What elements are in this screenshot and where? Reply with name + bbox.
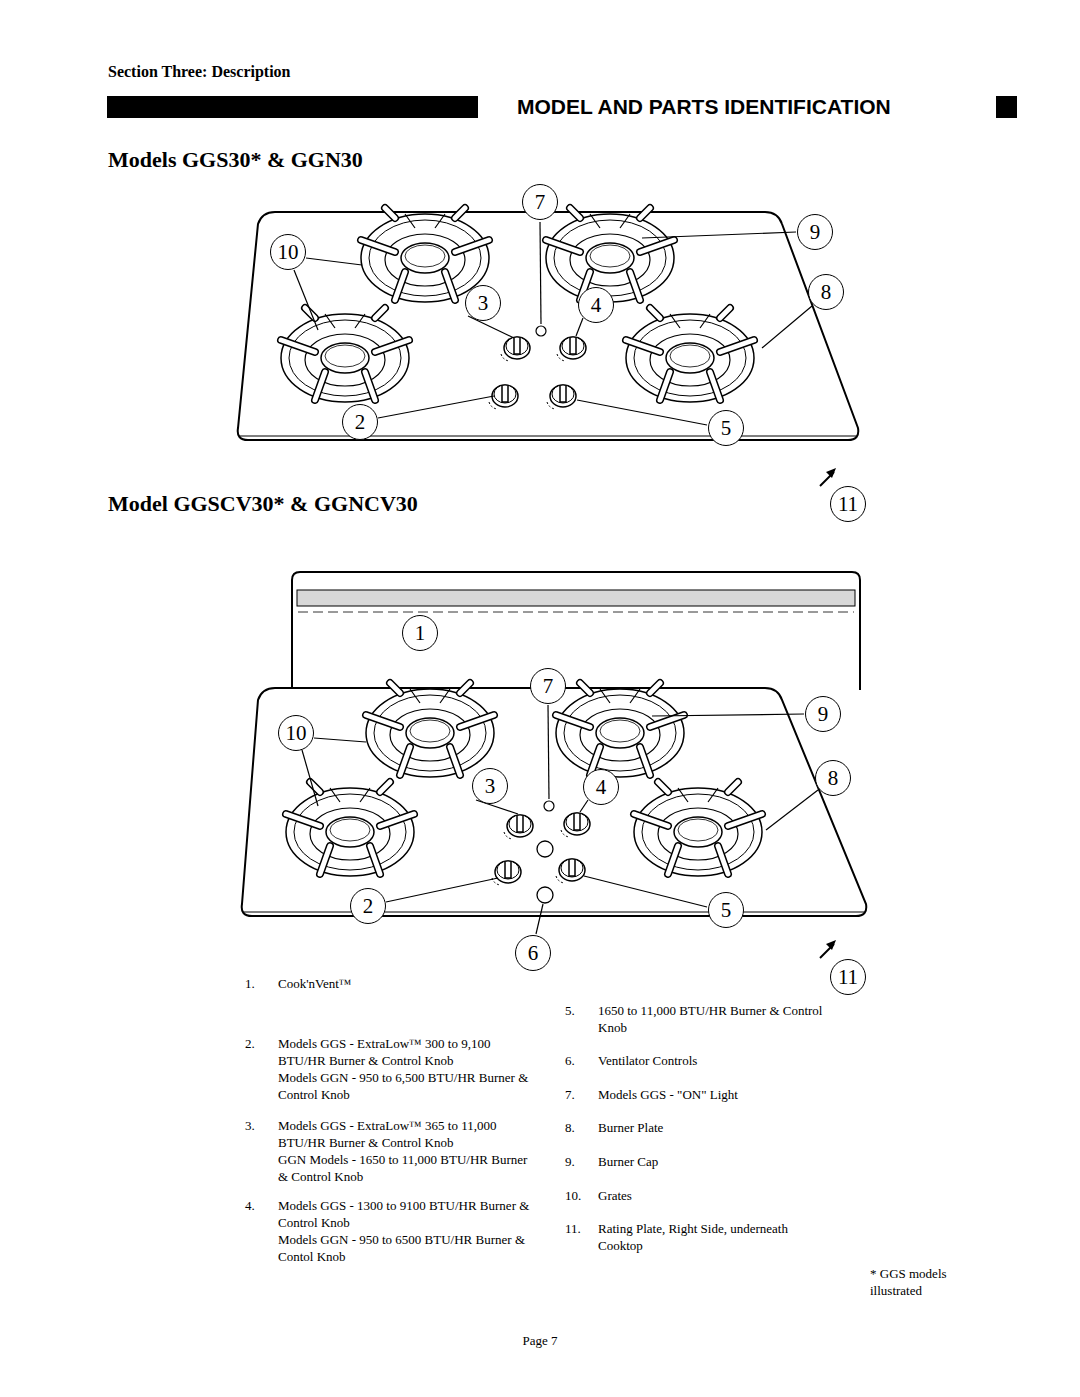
footnote: * GGS models illustrated	[870, 1265, 980, 1299]
part-name: Cook'nVent™	[278, 975, 528, 992]
callout-circle: 10	[270, 234, 306, 270]
list-number: 8.	[565, 1119, 595, 1136]
part-name: Models GGN - 950 to 6,500 BTU/HR Burner …	[278, 1069, 533, 1103]
list-number: 9.	[565, 1153, 595, 1170]
callout-circle: 4	[583, 769, 619, 805]
callout-circle: 5	[708, 892, 744, 928]
callout-circle: 11	[830, 486, 866, 522]
list-number: 7.	[565, 1086, 595, 1103]
part-name: Burner Plate	[598, 1119, 838, 1136]
callout-number: 9	[818, 704, 829, 725]
callout-number: 3	[485, 776, 496, 797]
callout-circle: 11	[830, 959, 866, 995]
callout-number: 4	[596, 777, 607, 798]
callout-number: 10	[286, 723, 307, 744]
callout-number: 7	[543, 676, 554, 697]
list-number: 5.	[565, 1002, 595, 1019]
section-title: MODEL AND PARTS IDENTIFICATION	[517, 94, 891, 120]
callout-circle: 8	[808, 274, 844, 310]
part-name: Models GGS - "ON" Light	[598, 1086, 838, 1103]
callout-circle: 2	[350, 888, 386, 924]
model-heading: Models GGS30* & GGN30	[108, 146, 363, 174]
part-name: Models GGS - 1300 to 9100 BTU/HR Burner …	[278, 1197, 533, 1231]
list-number: 4.	[245, 1197, 275, 1214]
part-name: Models GGS - ExtraLow™ 365 to 11,000 BTU…	[278, 1117, 533, 1151]
list-number: 6.	[565, 1052, 595, 1069]
callout-number: 11	[838, 494, 858, 515]
callout-number: 1	[415, 623, 426, 644]
callout-circle: 1	[402, 615, 438, 651]
callout-number: 10	[278, 242, 299, 263]
part-name: Rating Plate, Right Side, underneath Coo…	[598, 1220, 828, 1254]
section-header: Section Three: Description	[108, 62, 291, 82]
part-name: Models GGN - 950 to 6500 BTU/HR Burner &…	[278, 1231, 533, 1265]
list-number: 1.	[245, 975, 275, 992]
callout-circle: 3	[465, 285, 501, 321]
callout-circle: 7	[522, 184, 558, 220]
callout-number: 2	[363, 896, 374, 917]
callout-number: 5	[721, 900, 732, 921]
part-name: GGN Models - 1650 to 11,000 BTU/HR Burne…	[278, 1151, 533, 1185]
callout-circle: 3	[472, 768, 508, 804]
list-number: 10.	[565, 1187, 595, 1204]
callout-circle: 4	[578, 287, 614, 323]
callout-circle: 2	[342, 404, 378, 440]
callout-circle: 6	[515, 935, 551, 971]
part-name: Grates	[598, 1187, 838, 1204]
callout-circle: 10	[278, 715, 314, 751]
callout-number: 5	[721, 418, 732, 439]
callout-number: 7	[535, 192, 546, 213]
callout-number: 2	[355, 412, 366, 433]
callout-number: 8	[821, 282, 832, 303]
callout-circle: 5	[708, 410, 744, 446]
callout-number: 9	[810, 222, 821, 243]
callout-number: 11	[838, 967, 858, 988]
list-number: 3.	[245, 1117, 275, 1134]
part-name: Burner Cap	[598, 1153, 838, 1170]
callout-number: 8	[828, 768, 839, 789]
callout-circle: 9	[797, 214, 833, 250]
list-number: 11.	[565, 1220, 595, 1237]
callout-circle: 9	[805, 696, 841, 732]
callout-number: 6	[528, 943, 539, 964]
page-number: Page 7	[0, 1332, 1080, 1349]
callout-number: 3	[478, 293, 489, 314]
callout-circle: 8	[815, 760, 851, 796]
callout-number: 4	[591, 295, 602, 316]
list-number: 2.	[245, 1035, 275, 1052]
model-heading: Model GGSCV30* & GGNCV30	[108, 490, 418, 518]
callout-circle: 7	[530, 668, 566, 704]
part-name: Ventilator Controls	[598, 1052, 838, 1069]
part-name: 1650 to 11,000 BTU/HR Burner & Control K…	[598, 1002, 838, 1036]
part-name: Models GGS - ExtraLow™ 300 to 9,100 BTU/…	[278, 1035, 533, 1069]
